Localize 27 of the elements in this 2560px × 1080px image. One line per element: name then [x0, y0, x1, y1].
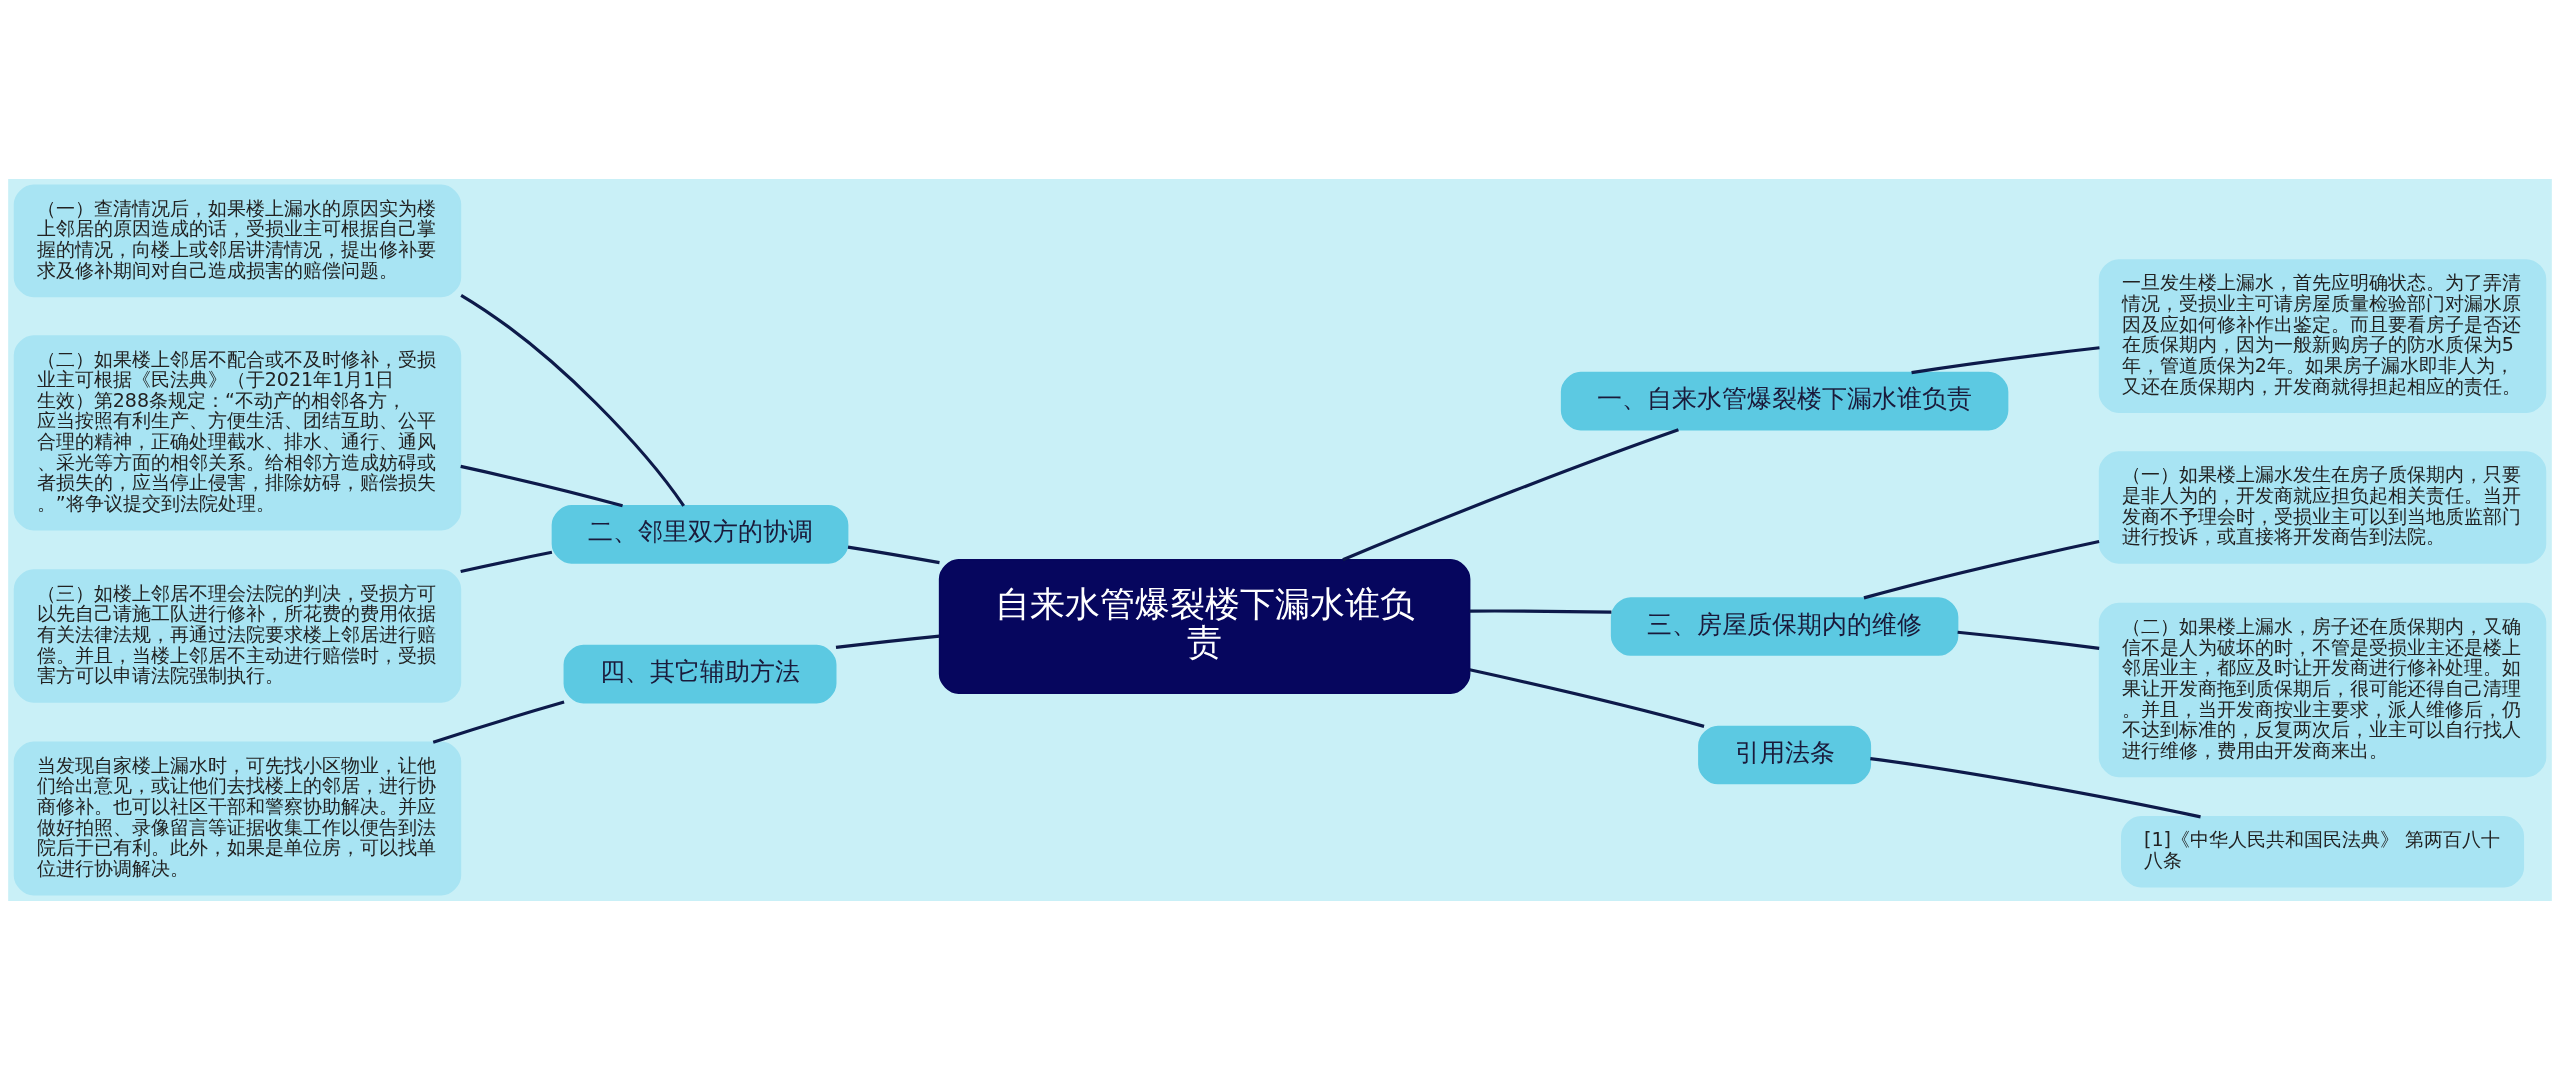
node-box: [1]《中华人民共和国民法典》 第两百八十八条: [2121, 816, 2525, 888]
node-box: （一）如果楼上漏水发生在房子质保期内，只要是非人为的，开发商就应担负起相关责任。当开发商不予理会时，受损业主可以到当地质监部门进行投诉，或直接将开发商告到法院。: [2098, 451, 2547, 564]
connector: [432, 700, 565, 744]
connector: [847, 545, 940, 565]
node-box: 一、自来水管爆裂楼下漏水谁负责: [1560, 371, 2009, 431]
connector: [1469, 609, 1612, 614]
node-box: （二）如果楼上邻居不配合或不及时修补，受损业主可根据《民法典》（于2021年1月1日生效）第288条规定：“不动产的相邻各方，应当按照有利生产、方便生活、团结互助、公平合理的精神，正确处理截水、排水、通行、通风、采光等方面的相邻关系。给相邻方造成妨碍或者损失的，应当停止侵害，排除妨碍，赔偿损失。”将争议提交到法院处理。: [13, 335, 462, 531]
node-box: 三、房屋质保期内的维修: [1610, 597, 1959, 656]
node-box: 当发现自家楼上漏水时，可先找小区物业，让他们给出意见，或让他们去找楼上的邻居，进行协商修补。也可以社区干部和警察协助解决。并应做好拍照、录像留言等证据收集工作以便告到法院后于已有利。此外，如果是单位房，可以找单位进行协调解决。: [13, 741, 462, 896]
node-box: （三）如楼上邻居不理会法院的判决，受损方可以先自己请施工队进行修补，所花费的费用依据有关法律法规，再通过法院要求楼上邻居进行赔偿。并且，当楼上邻居不主动进行赔偿时，受损害方可以申请法院强制执行。: [13, 569, 462, 703]
connector: [1911, 346, 2100, 375]
node-box: 引用法条: [1698, 725, 1872, 785]
connector: [1863, 540, 2100, 600]
connector: [1957, 630, 2100, 650]
node-box: 二、邻里双方的协调: [551, 505, 849, 564]
connector: [1870, 757, 2201, 819]
connector: [460, 464, 623, 508]
connector: [1469, 668, 1705, 728]
node-box: 四、其它辅助方法: [563, 644, 837, 704]
connector: [460, 550, 553, 574]
node-box: （二）如果楼上漏水，房子还在质保期内，又确信不是人为破坏的时，不管是受损业主还是楼上邻居业主，都应及时让开发商进行修补处理。如果让开发商拖到质保期后，很可能还得自己清理。并且，当开发商按业主要求，派人维修后，仍不达到标准的，反复两次后，业主可以自行找人进行维修，费用由开发商来出。: [2098, 602, 2547, 778]
connector: [835, 634, 940, 649]
connector: [1342, 428, 1679, 562]
node-box: （一）查清情况后，如果楼上漏水的原因实为楼上邻居的原因造成的话，受损业主可根据自己掌握的情况，向楼上或邻居讲清情况，提出修补要求及修补期间对自己造成损害的赔偿问题。: [13, 184, 462, 298]
connector: [460, 293, 685, 507]
node-box: 一旦发生楼上漏水，首先应明确状态。为了弄清情况，受损业主可请房屋质量检验部门对漏水原因及应如何修补作出鉴定。而且要看房子是否还在质保期内，因为一般新购房子的防水质保为5年，管道质保为2年。如果房子漏水即非人为，又还在质保期内，开发商就得担起相应的责任。: [2098, 259, 2547, 414]
node-box: 自来水管爆裂楼下漏水谁负责: [938, 559, 1471, 694]
